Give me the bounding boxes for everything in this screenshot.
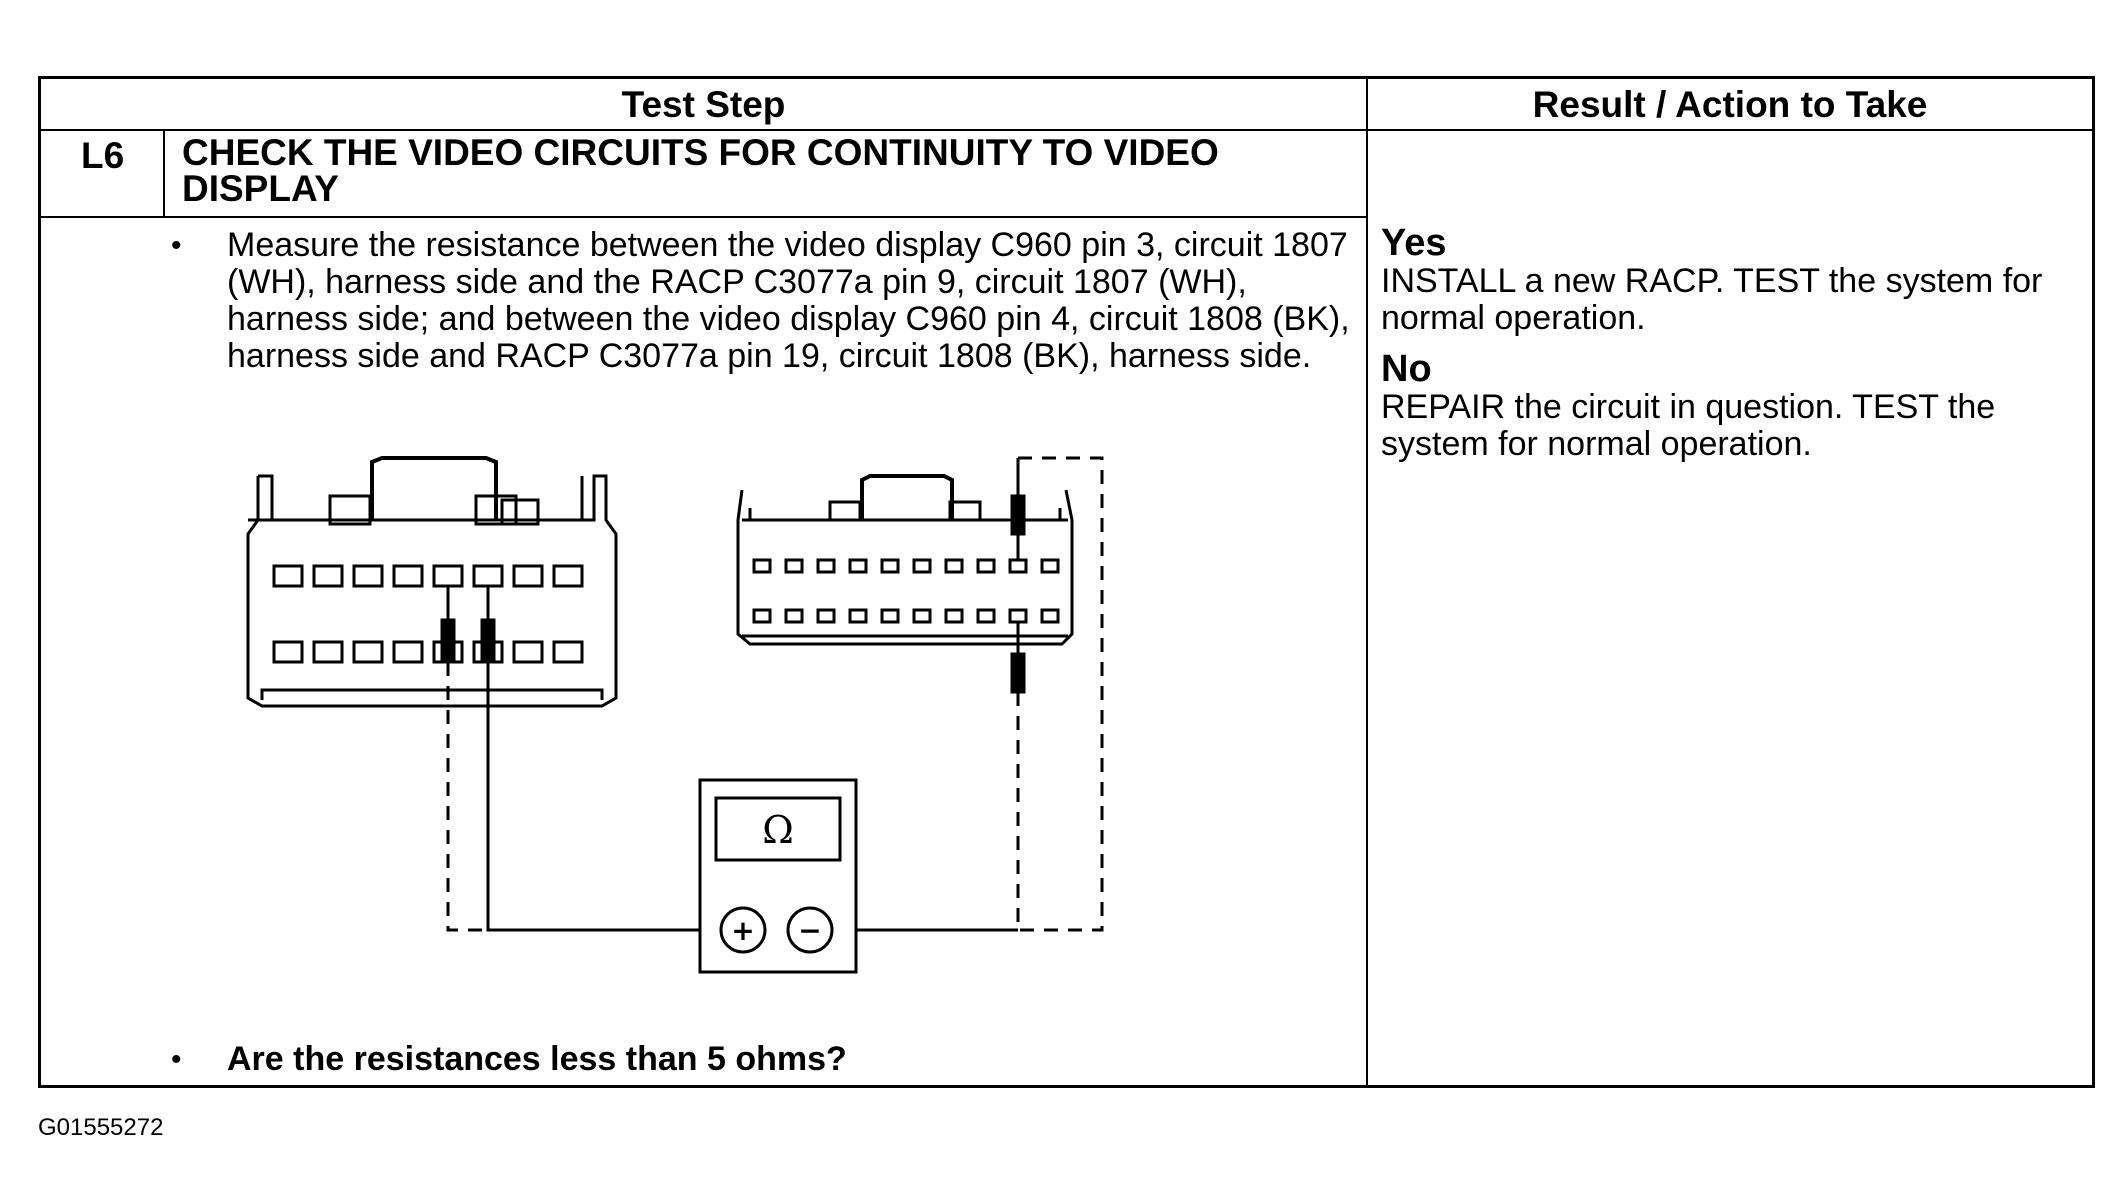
question-text: Are the resistances less than 5 ohms? [227, 1040, 847, 1078]
header-divider [41, 129, 2092, 131]
header-test-step: Test Step [621, 84, 786, 125]
result-yes: Yes INSTALL a new RACP. TEST the system … [1381, 223, 2081, 337]
question-bullet: • Are the resistances less than 5 ohms? [171, 1041, 1367, 1078]
result-yes-action: INSTALL a new RACP. TEST the system for … [1381, 262, 2043, 337]
column-divider [1366, 79, 1368, 1085]
test-step-table: Test Step Result / Action to Take L6 CHE… [38, 76, 2095, 1088]
instruction-text: Measure the resistance between the video… [227, 226, 1350, 375]
step-id-divider [163, 129, 165, 216]
result-no-label: No [1381, 348, 1432, 390]
instruction-bullet: • Measure the resistance between the vid… [171, 227, 1367, 375]
bullet-symbol: • [171, 229, 182, 262]
step-id: L6 [81, 135, 125, 176]
step-title-divider [41, 216, 1366, 218]
step-title: CHECK THE VIDEO CIRCUITS FOR CONTINUITY … [182, 132, 1219, 209]
bullet-symbol: • [171, 1043, 182, 1076]
figure-id: G01555272 [38, 1114, 164, 1141]
result-no-action: REPAIR the circuit in question. TEST the… [1381, 388, 1996, 463]
result-no: No REPAIR the circuit in question. TEST … [1381, 349, 2081, 463]
header-result-action: Result / Action to Take [1532, 84, 1928, 125]
result-yes-label: Yes [1381, 222, 1447, 264]
